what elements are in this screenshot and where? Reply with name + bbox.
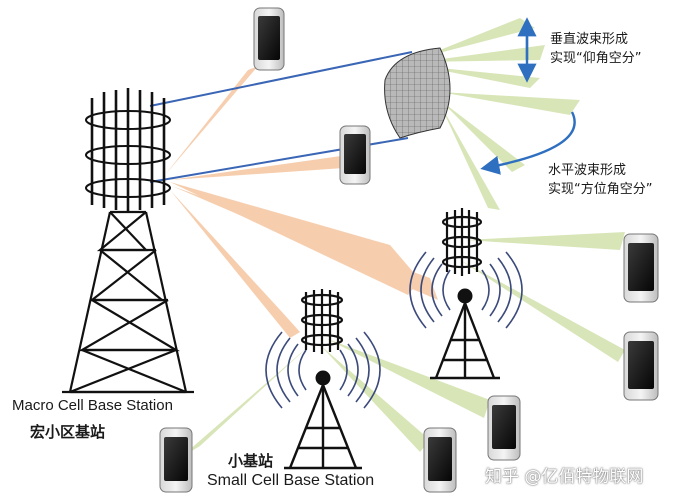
small-cell-station-2 <box>409 208 523 380</box>
phone-bottom-left <box>159 427 193 493</box>
small-cell-2-hub <box>457 288 473 304</box>
phone-bottom-mid <box>423 427 457 493</box>
beamforming-arrows <box>480 17 576 175</box>
small-cell-2-waves <box>409 251 523 329</box>
beam-fan-3 <box>420 66 540 88</box>
vertical-beamforming-annotation: 垂直波束形成 实现“仰角空分” <box>550 30 641 68</box>
beam-fan-5 <box>440 100 525 172</box>
macro-beam-small-cell1 <box>170 190 300 338</box>
macro-antenna-rods <box>90 88 166 212</box>
small-station-label-en: Small Cell Base Station <box>207 472 375 489</box>
phone-top-center <box>253 7 285 71</box>
small-cell-1-tripod <box>284 384 362 470</box>
macro-station-label-en: Macro Cell Base Station <box>12 397 173 414</box>
small-cell-1-antenna <box>300 289 344 354</box>
small-station-label-cn: 小基站 <box>228 452 274 470</box>
vertical-annotation-line2: 实现“仰角空分” <box>550 51 642 66</box>
horizontal-beamforming-annotation: 水平波束形成 实现“方位角空分” <box>548 161 652 199</box>
macro-beam-mid-phone <box>170 155 348 180</box>
small-cell-1-waves <box>265 331 381 409</box>
phone-right-bottom <box>623 331 659 401</box>
macro-station-label-cn: 宏小区基站 <box>30 423 106 441</box>
beam-fan-2 <box>420 45 545 62</box>
phone-bottom-right <box>487 395 521 461</box>
macro-beam-top-phone <box>165 66 258 175</box>
macro-beams <box>165 66 438 338</box>
phone-mid <box>339 125 371 185</box>
connector-lines <box>149 51 413 183</box>
watermark: 知乎 @亿佰特物联网 <box>485 467 644 487</box>
beam-sc1-right-phone-1 <box>325 338 490 418</box>
horizontal-annotation-line2: 实现“方位角空分” <box>548 182 653 197</box>
beam-fan-4 <box>440 92 580 115</box>
beam-sc2-phone-top <box>465 232 625 250</box>
phone-right-top <box>623 233 659 303</box>
small-cell-2-tripod <box>430 302 500 380</box>
connector-line-top <box>149 51 413 107</box>
macro-tower <box>62 88 194 394</box>
antenna-array-mesh <box>384 47 451 139</box>
horizontal-arrow <box>480 111 576 175</box>
small-cell-2-antenna <box>441 208 483 276</box>
vertical-annotation-line1: 垂直波束形成 <box>550 32 629 47</box>
small-cell-station-1 <box>265 289 381 470</box>
beam-fan-6 <box>440 104 500 210</box>
small-cell-1-hub <box>315 370 331 386</box>
beam-fan-1 <box>420 18 535 58</box>
horizontal-annotation-line1: 水平波束形成 <box>548 163 627 178</box>
phones <box>159 7 659 493</box>
macro-beam-small-cell2 <box>172 186 438 300</box>
beam-sc2-phone-bottom <box>460 260 625 362</box>
